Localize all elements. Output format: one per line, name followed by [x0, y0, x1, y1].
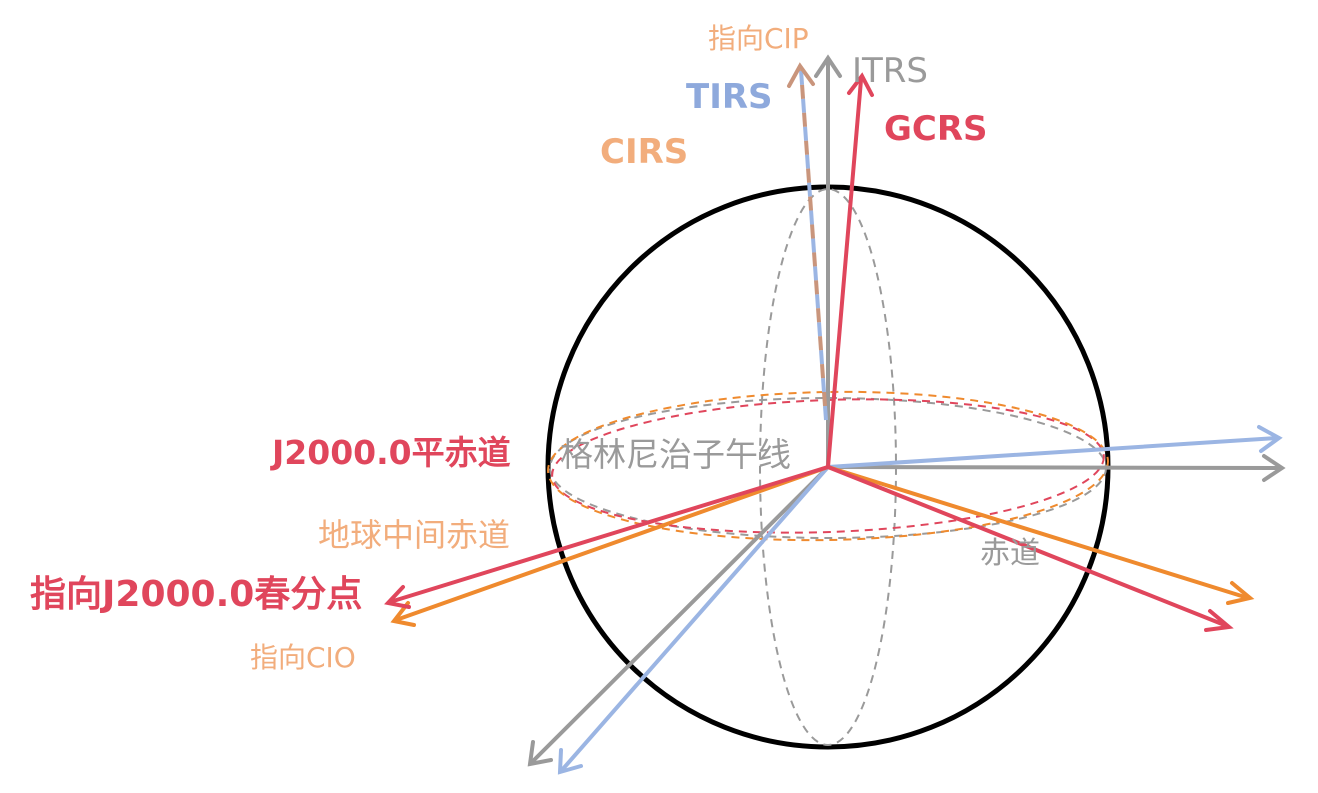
label-gcrs: GCRS — [884, 109, 988, 149]
cip-arrowhead — [787, 62, 815, 88]
label-itrs: ITRS — [852, 51, 928, 91]
itrs-y-axis — [530, 465, 830, 764]
label-tirs: TIRS — [686, 77, 773, 117]
tirs-x-axis — [826, 436, 1279, 469]
label-equator: 赤道 — [980, 536, 1040, 571]
cirs-axes — [390, 465, 1255, 627]
cirs-cio-arrowhead — [390, 601, 416, 627]
itrs-x-axis — [826, 465, 1282, 470]
itrs-x-arrowhead — [1262, 454, 1286, 482]
gcrs-y-arrowhead — [1204, 609, 1234, 632]
tirs-y-arrowhead — [557, 748, 583, 775]
cip-axis — [787, 62, 828, 421]
cirs-y-arrowhead — [1226, 581, 1255, 605]
itrs-y-arrowhead — [527, 740, 553, 767]
tirs-y-axis — [560, 465, 830, 772]
label-intermediate-equator: 地球中间赤道 — [318, 516, 510, 554]
label-greenwich-meridian: 格林尼治子午线 — [560, 435, 791, 474]
gcrs-z-arrowhead — [847, 72, 874, 97]
gcrs-y-axis — [826, 465, 1229, 628]
gcrs-equinox-arrowhead — [384, 585, 411, 609]
label-point-j2000-equinox: 指向J2000.0春分点 — [30, 574, 362, 615]
label-j2000-equator: J2000.0平赤道 — [270, 433, 511, 472]
gcrs-equinox-axis — [388, 465, 830, 604]
itrs-z-arrowhead — [814, 54, 842, 78]
itrs-axes — [527, 54, 1286, 767]
intermediate-equator-ellipse — [547, 390, 1109, 542]
label-point-cio: 指向CIO — [250, 641, 356, 674]
tirs-axes — [557, 425, 1283, 775]
tirs-x-arrowhead — [1257, 425, 1283, 453]
label-cirs: CIRS — [600, 132, 688, 172]
cirs-y-axis — [826, 465, 1250, 600]
gcrs-z-axis — [826, 78, 863, 469]
cirs-cio-axis — [394, 465, 830, 622]
label-point-cip: 指向CIP — [708, 22, 809, 55]
gcrs-axes — [384, 72, 1234, 632]
